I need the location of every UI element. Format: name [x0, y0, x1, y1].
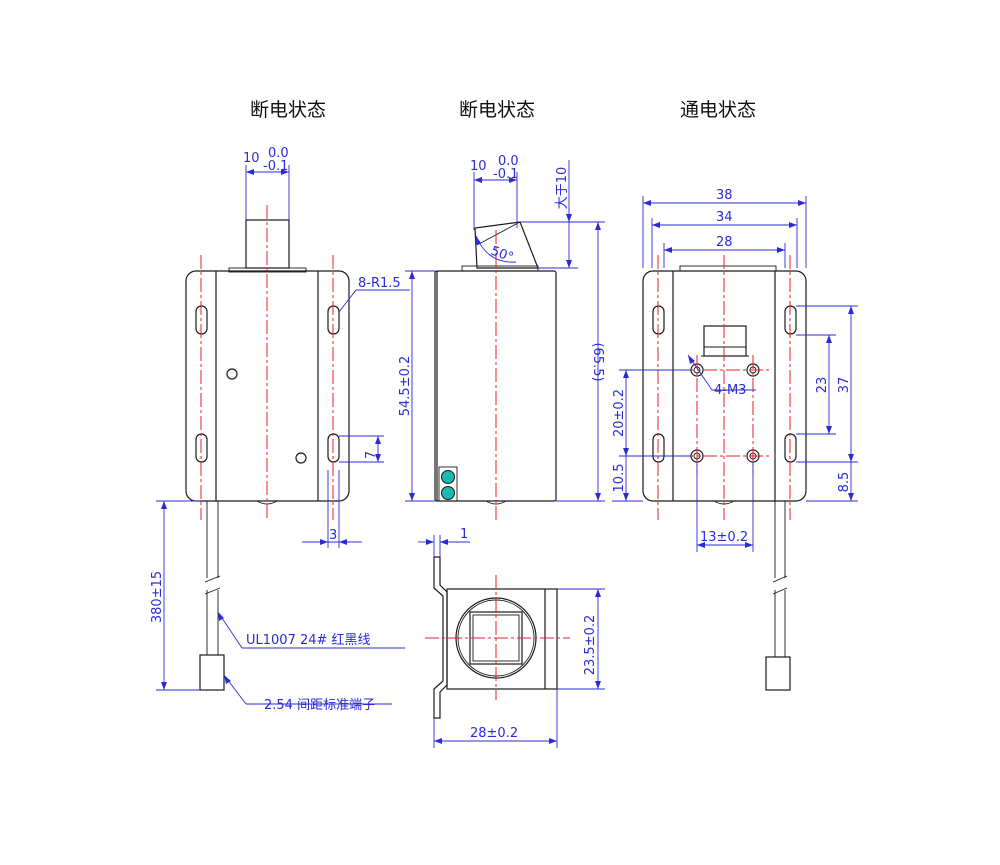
view2-indicator-2 — [441, 486, 455, 500]
dim-tol-lower-2: -0.1 — [493, 167, 518, 182]
view1-hole-2 — [295, 452, 307, 464]
view3-connector — [765, 656, 791, 691]
view3-dimensions: 38 34 28 4-M3 20±0.2 10.5 — [612, 188, 858, 552]
dim-screw-thread: 4-M3 — [714, 383, 746, 398]
view1-front-off — [185, 205, 350, 691]
dim-corner-radius: 8-R1.5 — [358, 276, 401, 291]
wire-spec-label: UL1007 24# 红黑线 — [246, 632, 371, 648]
dim-width-28: 28 — [716, 235, 733, 250]
dim-screw-offset: 10.5 — [612, 464, 627, 493]
view4-dimensions: 1 23.5±0.2 28±0.2 — [418, 527, 605, 748]
dim-plunger-width-2: 10 — [470, 159, 487, 174]
view1-connector — [199, 654, 225, 691]
dim-bracket-thickness: 1 — [460, 527, 468, 542]
view3-title: 通电状态 — [680, 99, 756, 121]
view4-body — [446, 588, 558, 690]
view3-front-on — [642, 255, 807, 691]
dim-slot-width: 3 — [329, 528, 337, 543]
dim-tol-upper-2: 0.0 — [498, 154, 519, 169]
view1-hole-1 — [226, 368, 238, 380]
view1-title: 断电状态 — [250, 99, 326, 121]
view2-indicator-1 — [441, 470, 455, 484]
dim-slot-offset: 8.5 — [837, 472, 852, 493]
dim-tol-upper: 0.0 — [268, 146, 289, 161]
view2-dimensions: 10 0.0 -0.1 50° 大于10 54.5±0.2 (65.5) — [398, 154, 605, 502]
view2-side-off — [434, 221, 557, 520]
view4-bottom — [425, 556, 570, 719]
dim-base-width: 28±0.2 — [470, 726, 518, 741]
dim-slot-span: 37 — [837, 377, 852, 394]
dim-wire-length: 380±15 — [150, 571, 165, 623]
view4-bracket — [433, 556, 448, 719]
dim-overall-length: (65.5) — [590, 342, 605, 381]
view3-plunger-window — [703, 325, 747, 357]
view2-title: 断电状态 — [459, 99, 535, 121]
dim-plunger-width: 10 — [243, 151, 260, 166]
dim-body-length: 54.5±0.2 — [398, 356, 413, 417]
view1-dimensions: 10 0.0 -0.1 8-R1.5 7 3 380±15 UL1007 24# — [150, 146, 410, 713]
view3-body — [642, 270, 807, 502]
dim-screw-spacing-v: 20±0.2 — [612, 389, 627, 437]
dim-width-38: 38 — [716, 188, 733, 203]
dim-slot-spacing: 23 — [815, 377, 830, 394]
dim-slot-pitch: 7 — [364, 451, 379, 459]
dim-width-34: 34 — [716, 210, 733, 225]
dim-tol-lower: -0.1 — [263, 159, 288, 174]
dim-screw-spacing-h: 13±0.2 — [700, 530, 748, 545]
dim-stroke-min: 大于10 — [555, 167, 570, 210]
connector-spec-label: 2.54 间距标准端子 — [264, 698, 375, 713]
dim-bevel-angle: 50° — [489, 244, 516, 266]
dim-base-height: 23.5±0.2 — [583, 615, 598, 676]
